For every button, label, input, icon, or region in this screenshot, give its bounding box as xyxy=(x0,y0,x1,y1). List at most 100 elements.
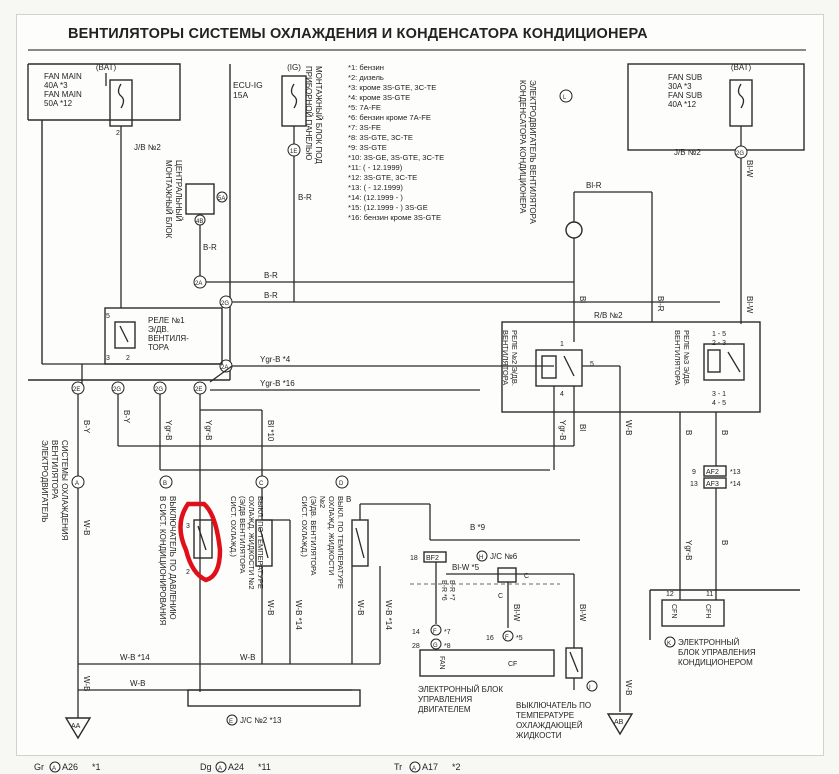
svg-text:B-Y: B-Y xyxy=(122,410,131,424)
svg-text:Dg: Dg xyxy=(200,762,212,772)
svg-text:2G: 2G xyxy=(155,387,163,393)
svg-text:FAN SUB: FAN SUB xyxy=(668,91,702,100)
footnote-8: *8: 3S-GTE, 3C-TE xyxy=(348,133,413,142)
svg-text:W-B: W-B xyxy=(240,653,255,662)
svg-text:2: 2 xyxy=(186,569,190,576)
svg-text:B *9: B *9 xyxy=(470,523,486,532)
svg-text:AB: AB xyxy=(614,719,624,726)
svg-text:C: C xyxy=(259,481,264,487)
svg-text:W-B: W-B xyxy=(82,520,91,535)
svg-text:1: 1 xyxy=(560,341,564,348)
svg-text:ВЕНТИЛЯТОРА: ВЕНТИЛЯТОРА xyxy=(501,330,510,385)
svg-text:3: 3 xyxy=(106,355,110,362)
svg-text:СИСТ. ОХЛАЖД.): СИСТ. ОХЛАЖД.) xyxy=(300,496,309,557)
svg-text:AA: AA xyxy=(71,723,81,730)
footnote-16: *16: бензин кроме 3S-GTE xyxy=(348,213,441,222)
svg-text:K: K xyxy=(667,641,671,647)
svg-text:Tr: Tr xyxy=(394,762,402,772)
svg-text:*11: *11 xyxy=(258,762,271,772)
svg-text:FAN MAIN: FAN MAIN xyxy=(44,72,82,81)
svg-text:(Э/ДВ ВЕНТИЛЯТОРА: (Э/ДВ ВЕНТИЛЯТОРА xyxy=(238,496,247,573)
connector-legend: Gr A A26 *1 Dg A A24 *11 Tr A A17 *2 xyxy=(34,761,461,773)
svg-text:B-R *7: B-R *7 xyxy=(448,580,455,601)
svg-text:C: C xyxy=(524,573,529,580)
svg-text:W-B: W-B xyxy=(266,600,275,615)
svg-text:Bl-W: Bl-W xyxy=(512,604,521,622)
footnote-6: *6: бензин кроме 7A-FE xyxy=(348,113,431,122)
footnote-1: *1: бензин xyxy=(348,63,384,72)
cooling-fan-label-1: ЭЛЕКТРОДВИГАТЕЛЬ xyxy=(40,440,49,523)
svg-text:AF3: AF3 xyxy=(706,481,719,488)
svg-text:CF: CF xyxy=(508,661,517,668)
svg-text:C: C xyxy=(498,593,503,600)
svg-text:W-B *14: W-B *14 xyxy=(294,600,303,630)
svg-text:H: H xyxy=(479,555,483,561)
svg-text:Ygr-B: Ygr-B xyxy=(684,540,693,560)
jb2-left-label: J/B №2 xyxy=(134,143,161,152)
svg-text:Bl-W: Bl-W xyxy=(745,296,754,314)
svg-text:CFN: CFN xyxy=(670,604,677,618)
engine-ecu-label-1: ЭЛЕКТРОННЫЙ БЛОК xyxy=(418,685,503,694)
svg-text:30A *3: 30A *3 xyxy=(668,82,692,91)
svg-text:A17: A17 xyxy=(422,762,438,772)
svg-text:Bl *10: Bl *10 xyxy=(266,420,275,442)
svg-text:ОХЛАЖД. ЖИДКОСТИ №2: ОХЛАЖД. ЖИДКОСТИ №2 xyxy=(247,496,256,590)
svg-text:B: B xyxy=(684,430,693,435)
svg-text:A: A xyxy=(412,766,416,772)
svg-text:Bl-W: Bl-W xyxy=(745,160,754,178)
svg-text:F: F xyxy=(505,635,509,641)
panel-block-line1: МОНТАЖНЫЙ БЛОК ПОД xyxy=(314,66,323,164)
svg-text:1E: 1E xyxy=(290,149,297,155)
relay-3-label-1: РЕЛЕ №3 Э/ДВ. xyxy=(682,330,691,386)
fuse-fan-main: (BAT) FAN MAIN 40A *3 FAN MAIN 50A *12 2 xyxy=(44,63,133,196)
svg-text:ТЕМПЕРАТУРЕ: ТЕМПЕРАТУРЕ xyxy=(516,711,574,720)
temp-switch-2-label-1: ВЫКЛ. ПО ТЕМПЕРАТУРЕ xyxy=(256,496,265,589)
svg-text:14: 14 xyxy=(412,629,420,636)
svg-text:A24: A24 xyxy=(228,762,244,772)
svg-text:ВЕНТИЛЯТОРА: ВЕНТИЛЯТОРА xyxy=(673,330,682,385)
svg-text:16: 16 xyxy=(486,635,494,642)
svg-text:W-B *14: W-B *14 xyxy=(120,653,150,662)
svg-text:Ygr-B *16: Ygr-B *16 xyxy=(260,379,295,388)
svg-text:40A *12: 40A *12 xyxy=(668,100,697,109)
svg-text:ВЕНТИЛЯТОРА: ВЕНТИЛЯТОРА xyxy=(50,440,59,500)
svg-text:2: 2 xyxy=(126,355,130,362)
svg-text:B-R: B-R xyxy=(264,271,278,280)
svg-text:12: 12 xyxy=(666,591,674,598)
svg-text:W-B: W-B xyxy=(624,420,633,435)
svg-text:B-R *6: B-R *6 xyxy=(440,580,447,601)
svg-text:I: I xyxy=(589,685,591,691)
diagram-frame xyxy=(16,14,824,756)
svg-text:A: A xyxy=(75,481,79,487)
svg-text:5: 5 xyxy=(590,361,594,368)
footnote-5: *5: 7A-FE xyxy=(348,103,381,112)
svg-text:11: 11 xyxy=(706,591,713,598)
svg-text:FAN SUB: FAN SUB xyxy=(668,73,702,82)
svg-text:2A: 2A xyxy=(195,281,202,287)
svg-text:Bl-W: Bl-W xyxy=(578,604,587,622)
footnote-4: *4: кроме 3S-GTE xyxy=(348,93,410,102)
svg-text:ТОРА: ТОРА xyxy=(148,343,170,352)
svg-text:D: D xyxy=(339,481,344,487)
svg-text:A: A xyxy=(52,766,56,772)
svg-text:13: 13 xyxy=(690,481,698,488)
svg-text:*1: *1 xyxy=(92,762,101,772)
pressure-switch-label-1: ВЫКЛЮЧАТЕЛЬ ПО ДАВЛЕНИЮ xyxy=(168,496,177,620)
svg-text:(IG): (IG) xyxy=(287,63,301,72)
svg-text:ВЫКЛ. ПО ТЕМПЕРАТУРЕ: ВЫКЛ. ПО ТЕМПЕРАТУРЕ xyxy=(336,496,345,589)
svg-text:Ygr-B: Ygr-B xyxy=(204,420,213,440)
svg-text:L: L xyxy=(563,95,567,101)
footnote-10: *10: 3S-GE, 3S-GTE, 3C-TE xyxy=(348,153,444,162)
footnote-2: *2: дизель xyxy=(348,73,384,82)
svg-text:W-B: W-B xyxy=(82,676,91,691)
svg-text:5: 5 xyxy=(106,313,110,320)
svg-text:СИСТЕМЫ ОХЛАЖДЕНИЯ: СИСТЕМЫ ОХЛАЖДЕНИЯ xyxy=(60,440,69,541)
svg-text:Bl: Bl xyxy=(578,424,587,431)
svg-text:F: F xyxy=(433,629,437,635)
svg-text:ДВИГАТЕЛЕМ: ДВИГАТЕЛЕМ xyxy=(418,705,471,714)
footnote-13: *13: ( - 12.1999) xyxy=(348,183,403,192)
condenser-fan-label-1: ЭЛЕКТРОДВИГАТЕЛЬ ВЕНТИЛЯТОРА xyxy=(528,80,537,224)
svg-text:*2: *2 xyxy=(452,762,461,772)
